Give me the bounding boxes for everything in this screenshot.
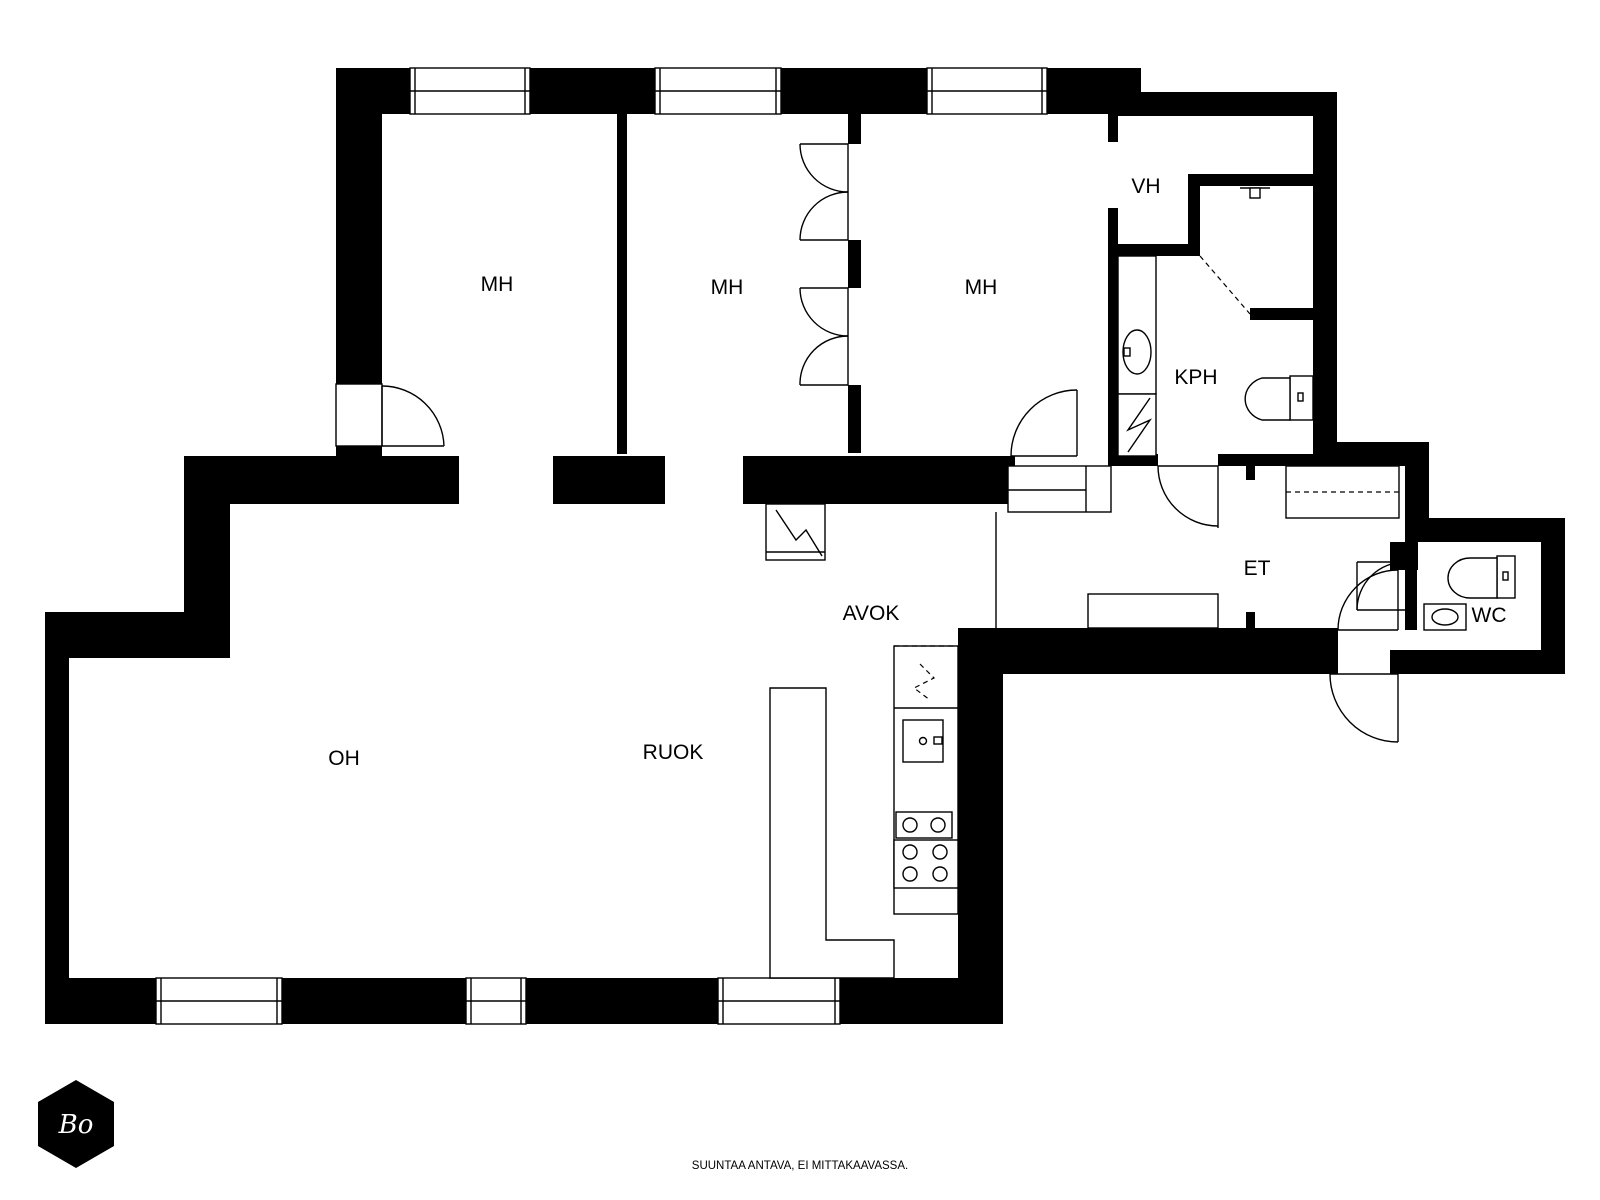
room-labels: MH MH MH VH KPH ET WC AVOK OH RUOK — [328, 175, 1506, 770]
windows — [155, 67, 1048, 1025]
room-label-ruok: RUOK — [643, 741, 704, 764]
door-frame — [335, 383, 383, 447]
cabinet — [1007, 465, 1112, 513]
kitchen-island — [769, 687, 895, 979]
room-label-mh-2: MH — [711, 276, 744, 299]
logo-text: Bo — [58, 1110, 94, 1140]
room-label-kph: KPH — [1174, 366, 1217, 389]
stove-icon — [893, 839, 959, 889]
room-label-wc: WC — [1472, 604, 1507, 627]
wc-toilet-icon — [1447, 555, 1516, 599]
sink-icon — [1117, 255, 1157, 395]
oven-icon — [895, 811, 953, 839]
room-label-vh: VH — [1131, 175, 1160, 198]
wc-sink-icon — [1423, 603, 1467, 631]
kitchen-sink-icon — [902, 719, 944, 763]
room-label-oh: OH — [328, 747, 360, 770]
disclaimer-note: SUUNTAA ANTAVA, EI MITTAKAAVASSA. — [691, 1160, 909, 1172]
washing-machine-icon — [1117, 393, 1157, 457]
brand-logo: Bo — [38, 1080, 114, 1168]
fixtures — [765, 187, 1516, 979]
window — [717, 977, 841, 1025]
bench — [1087, 593, 1219, 629]
window — [409, 67, 531, 115]
window — [155, 977, 283, 1025]
window — [465, 977, 527, 1025]
doors — [335, 143, 1406, 743]
window — [926, 67, 1048, 115]
toilet-icon — [1244, 375, 1314, 421]
wardrobe — [1285, 465, 1400, 519]
room-label-avok: AVOK — [843, 602, 900, 625]
window — [654, 67, 782, 115]
fireplace-icon — [765, 503, 826, 561]
room-label-mh-3: MH — [965, 276, 998, 299]
shower-icon — [1199, 187, 1270, 315]
room-label-et: ET — [1244, 557, 1271, 580]
room-label-mh-1: MH — [481, 273, 514, 296]
